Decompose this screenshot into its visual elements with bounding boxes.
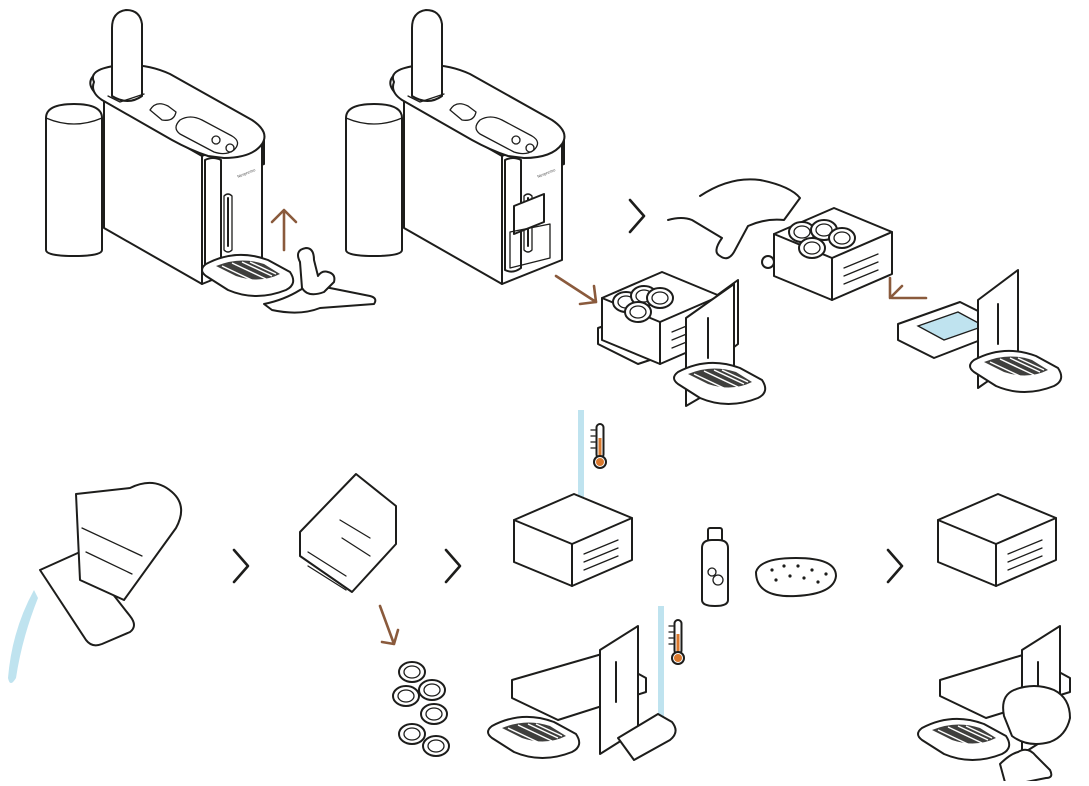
next-chevron-icon-2	[234, 550, 248, 582]
up-arrow-icon	[272, 210, 296, 250]
next-chevron-icon	[630, 200, 644, 232]
step-wash-with-detergent-sponge	[702, 528, 836, 606]
coffee-machine-illustration	[46, 10, 264, 284]
removed-drip-tray-with-capsules	[598, 272, 765, 406]
step-empty-drip-tray	[8, 483, 181, 683]
detergent-bottle-icon	[702, 528, 728, 606]
sponge-icon	[756, 558, 836, 596]
drip-tray-grid-icon	[202, 255, 293, 296]
step-remove-drip-tray: Nespresso	[346, 10, 564, 284]
step-lift-lever: Nespresso	[46, 10, 375, 313]
water-stream	[8, 590, 38, 683]
left-arrow-icon	[890, 278, 926, 298]
diagonal-arrow-icon	[556, 276, 596, 304]
down-arrow-icon	[380, 606, 398, 644]
cloth-icon	[1003, 686, 1070, 744]
next-chevron-icon-4	[888, 550, 902, 582]
thermometer-icon-2	[669, 620, 684, 664]
step-rinse-warm-water	[488, 410, 684, 760]
step-empty-capsules	[300, 474, 449, 756]
step-dry-with-cloth	[918, 494, 1070, 781]
coffee-machine-illustration-2	[346, 10, 564, 284]
next-chevron-icon-3	[446, 550, 460, 582]
capsules-pile	[393, 662, 449, 756]
thermometer-icon	[591, 424, 606, 468]
hand-icon-3	[1000, 750, 1051, 781]
